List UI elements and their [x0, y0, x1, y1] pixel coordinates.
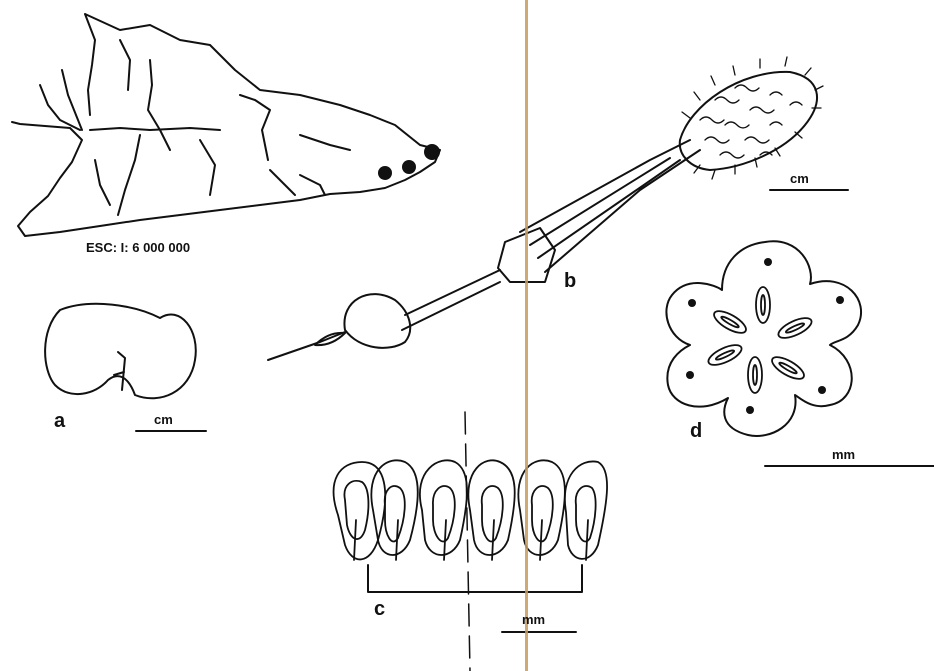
ovary [344, 294, 410, 348]
calyx-outline [666, 241, 861, 436]
anther-row [334, 460, 607, 560]
map-river [200, 140, 215, 195]
map-river [270, 170, 295, 195]
lobe-dot [746, 406, 754, 414]
map-river [300, 135, 350, 150]
map-river [95, 160, 110, 205]
symmetry-axis [465, 412, 470, 671]
figure-a-seed [45, 304, 206, 431]
figure-c-opened-flower [334, 412, 607, 671]
seed-outline [45, 304, 196, 398]
map-river [120, 40, 130, 90]
receptacle-base [368, 565, 582, 592]
stigma-head [680, 72, 817, 170]
distribution-map [12, 14, 440, 236]
lobe-dot [686, 371, 694, 379]
lobe-dot [688, 299, 696, 307]
map-river [240, 95, 270, 160]
map-river [118, 135, 140, 215]
figure-b-letter: b [564, 270, 576, 293]
map-river [148, 60, 170, 150]
lobe-dot [764, 258, 772, 266]
anther-ring [706, 287, 815, 393]
figure-c-letter: c [374, 598, 385, 621]
figure-d-cross-section [666, 241, 934, 466]
map-river [90, 128, 220, 130]
record-dot [402, 160, 416, 174]
figure-a-scale-unit: cm [154, 412, 173, 427]
lobe-dot [836, 296, 844, 304]
figure-d-letter: d [690, 420, 702, 443]
map-river [62, 70, 82, 130]
record-dot [424, 144, 440, 160]
map-river [300, 175, 325, 195]
figure-a-letter: a [54, 410, 65, 433]
style-upper [520, 140, 700, 272]
figure-b-scale-unit: cm [790, 171, 809, 186]
figure-c-scale-unit: mm [522, 612, 545, 627]
page-fold-seam [525, 0, 528, 671]
figure-d-scale-unit: mm [832, 447, 855, 462]
record-dot [378, 166, 392, 180]
figure-b-pistil [268, 57, 848, 360]
seed-hilum [114, 352, 125, 390]
map-coastline [12, 14, 440, 236]
map-scale-label: ESC: I: 6 000 000 [86, 240, 190, 255]
pedicel-tip [268, 332, 345, 360]
style-lower [402, 270, 500, 330]
lobe-dot [818, 386, 826, 394]
